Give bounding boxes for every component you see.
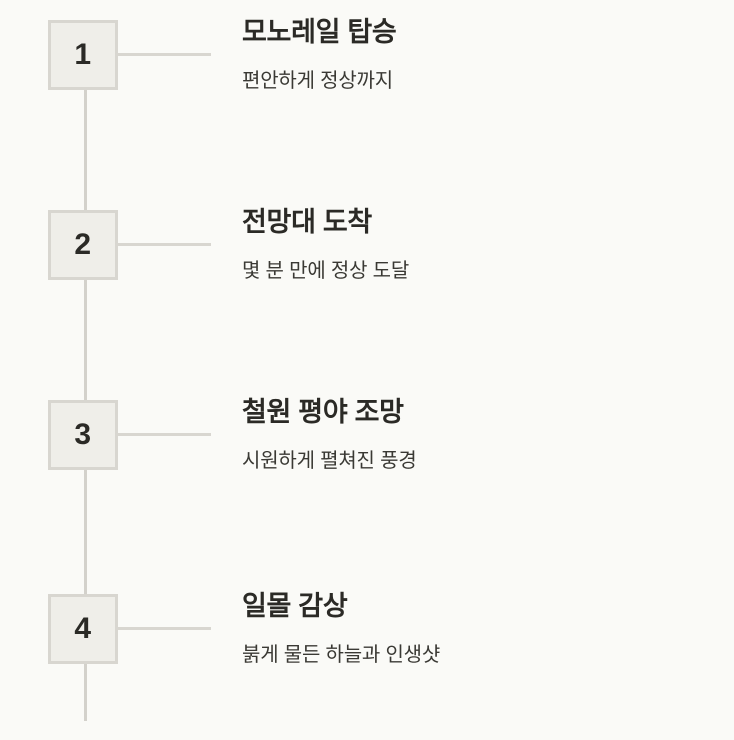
step-title-4: 일몰 감상: [242, 591, 348, 621]
step-description-3: 시원하게 펼쳐진 풍경: [242, 450, 417, 473]
step-badge-2: 2: [48, 210, 118, 280]
step-text-block-3: 철원 평야 조망 시원하게 펼쳐진 풍경: [242, 394, 712, 475]
step-text-block-2: 전망대 도착 몇 분 만에 정상 도달: [242, 204, 712, 285]
timeline-step-4: 4 일몰 감상 붉게 물든 하늘과 인생샷: [0, 591, 734, 666]
step-number-2: 2: [74, 228, 92, 261]
timeline-step-1: 1 모노레일 탑승 편안하게 정상까지: [0, 17, 734, 92]
step-badge-3: 3: [48, 400, 118, 470]
step-title-2: 전망대 도착: [242, 207, 372, 237]
timeline-spine-segment-3: [84, 465, 87, 597]
step-description-1: 편안하게 정상까지: [242, 70, 393, 93]
step-badge-1: 1: [48, 20, 118, 90]
step-text-block-1: 모노레일 탑승 편안하게 정상까지: [242, 14, 712, 95]
step-connector-3: [118, 433, 211, 436]
step-badge-4: 4: [48, 594, 118, 664]
step-number-1: 1: [74, 38, 92, 71]
step-title-1: 모노레일 탑승: [242, 17, 397, 47]
step-description-4: 붉게 물든 하늘과 인생샷: [242, 644, 441, 667]
timeline-spine-segment-4: [84, 659, 87, 721]
step-number-4: 4: [74, 612, 92, 645]
timeline-step-3: 3 철원 평야 조망 시원하게 펼쳐진 풍경: [0, 397, 734, 472]
timeline-spine-segment-1: [84, 85, 87, 213]
step-text-block-4: 일몰 감상 붉게 물든 하늘과 인생샷: [242, 588, 712, 669]
timeline-step-2: 2 전망대 도착 몇 분 만에 정상 도달: [0, 207, 734, 282]
step-connector-4: [118, 627, 211, 630]
step-connector-2: [118, 243, 211, 246]
step-number-3: 3: [74, 418, 92, 451]
step-description-2: 몇 분 만에 정상 도달: [242, 260, 410, 283]
timeline-spine-segment-2: [84, 275, 87, 403]
step-connector-1: [118, 53, 211, 56]
step-title-3: 철원 평야 조망: [242, 397, 404, 427]
